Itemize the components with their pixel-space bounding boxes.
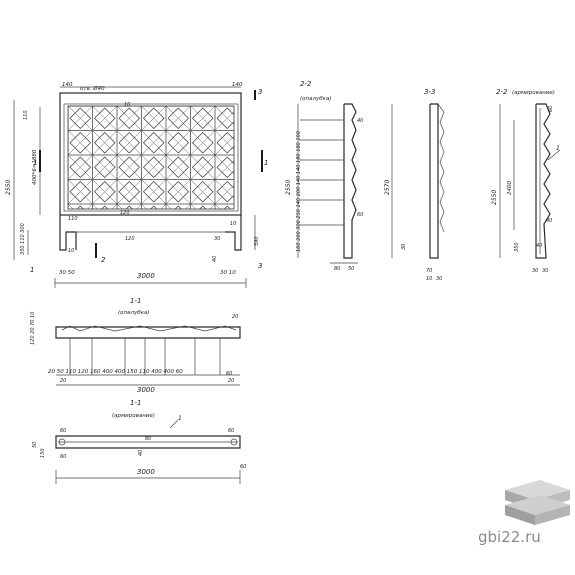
dim-total-height: 2550 bbox=[5, 180, 12, 195]
section-2-2a-dim-40: 40 bbox=[546, 218, 552, 224]
dim-120: 120 bbox=[120, 210, 130, 216]
section-3-3-dim-30b: 30 bbox=[436, 276, 442, 282]
dim-30: 30 bbox=[214, 236, 220, 242]
plan-1-1a-dim-80: 80 bbox=[145, 436, 151, 442]
section-2-2-profile bbox=[343, 103, 357, 259]
dim-opening: отв. Ø40 bbox=[80, 85, 105, 92]
cut-label-2: 2 bbox=[101, 256, 106, 264]
section-2-2-dim-50: 50 bbox=[348, 266, 354, 272]
section-2-2a-dim-40b: 40 bbox=[536, 243, 542, 249]
plan-1-1a-dim-3000: 3000 bbox=[137, 468, 155, 476]
section-3-3-profile bbox=[429, 103, 439, 259]
section-2-2a-subtitle: (армирование) bbox=[512, 90, 555, 96]
dim-top-left: 140 bbox=[62, 82, 73, 88]
section-3-3-title: 3-3 bbox=[424, 88, 435, 96]
plan-1-1-formwork: 1-1 (опалубка) 120 20 70 10 20 50 110 12… bbox=[30, 297, 241, 394]
cut-label-1-left: 1 bbox=[33, 159, 37, 167]
dim-10: 10 bbox=[124, 102, 130, 108]
panel-inner-frame bbox=[63, 103, 239, 212]
plan-1-1-dim-20r: 20 bbox=[232, 314, 238, 320]
section-2-2a-dim-350: 350 bbox=[514, 242, 520, 252]
plan-1-1a-bar-left bbox=[58, 438, 66, 446]
section-2-2-subtitle: (опалубка) bbox=[300, 96, 331, 102]
dim-590: 590 bbox=[254, 236, 260, 246]
dim-top-right: 140 bbox=[232, 82, 243, 88]
plan-1-1a-dim-60d: 60 bbox=[240, 464, 246, 470]
section-2-2a-height: 2550 bbox=[491, 190, 498, 205]
dim-110: 110 bbox=[23, 110, 29, 120]
section-3-3-height: 2570 bbox=[384, 180, 391, 195]
plan-1-1a-dim-150: 150 bbox=[40, 448, 46, 458]
section-2-2-formwork: 2-2 (опалубка) 160 200 300 250 140 200 1… bbox=[285, 80, 363, 272]
section-2-2-dim-80: 80 bbox=[334, 266, 340, 272]
plan-1-1-dim-20: 20 bbox=[60, 378, 66, 384]
front-elevation: 3000 2550 400*6=1880 140 140 отв. Ø40 10… bbox=[5, 82, 268, 288]
plan-1-1-reinforcement: 1-1 (армирование) 60 50 150 40 60 3000 6… bbox=[32, 399, 246, 484]
dim-350-110-300: 350 110 300 bbox=[20, 223, 26, 255]
section-2-2-title: 2-2 bbox=[300, 80, 312, 88]
plan-1-1-title: 1-1 bbox=[130, 297, 141, 305]
dim-30-50: 30 50 bbox=[59, 270, 75, 276]
section-3-3-dim-70: 70 bbox=[426, 268, 432, 274]
plan-1-1a-dim-60b: 60 bbox=[60, 454, 66, 460]
note-callout-1: 1 bbox=[30, 266, 34, 274]
cut-label-3b: 3 bbox=[258, 262, 262, 270]
section-2-2a-dim-30: 30 bbox=[532, 268, 538, 274]
plan-1-1-outline bbox=[55, 326, 241, 339]
section-2-2a-dim-30b: 30 bbox=[542, 268, 548, 274]
plan-1-1-dim-3000: 3000 bbox=[137, 386, 155, 394]
plan-1-1a-subtitle: (армирование) bbox=[112, 413, 155, 419]
plan-1-1a-callout-1: 1 bbox=[178, 415, 182, 422]
site-watermark: gbi22.ru bbox=[478, 528, 541, 546]
dim-panel-height: 400*6=1880 bbox=[32, 149, 38, 185]
dim-total-width: 3000 bbox=[137, 272, 155, 280]
right-leg bbox=[225, 215, 242, 251]
section-3-3-ribs bbox=[437, 103, 445, 233]
plan-1-1a-dim-40: 40 bbox=[138, 450, 144, 456]
stacked-slabs-logo-icon bbox=[505, 480, 570, 525]
dim-30-10: 30 10 bbox=[220, 270, 236, 276]
dim-10c: 10 bbox=[230, 221, 236, 227]
plan-1-1a-dim-50: 50 bbox=[32, 442, 38, 448]
panel-outline bbox=[59, 92, 242, 216]
dim-10b: 10 bbox=[68, 248, 74, 254]
dim-40: 40 bbox=[212, 256, 218, 262]
plan-1-1-ribs bbox=[61, 325, 237, 332]
plan-1-1a-leader bbox=[169, 419, 179, 429]
plan-1-1-left-dims: 120 20 70 10 bbox=[30, 312, 36, 345]
section-2-2a-profile bbox=[535, 103, 551, 259]
section-2-2a-leader bbox=[547, 149, 561, 161]
plan-1-1-dim-60: 60 bbox=[226, 371, 232, 377]
section-2-2-chain-dims: 160 200 300 250 140 200 140 140 180 180 … bbox=[296, 131, 302, 252]
plan-1-1a-outline bbox=[55, 435, 241, 449]
section-2-2-reinforcement: 2-2 (армирование) 2550 2400 60 40 350 40… bbox=[491, 88, 561, 274]
dim-110b: 110 bbox=[68, 216, 78, 222]
section-3-3: 3-3 2570 30 70 10 30 bbox=[384, 88, 445, 282]
section-2-2a-callout-1: 1 bbox=[556, 145, 560, 152]
dim-120b: 120 bbox=[125, 236, 135, 242]
section-3-3-dim-30: 30 bbox=[401, 244, 407, 250]
section-2-2a-dim-60: 60 bbox=[548, 106, 554, 112]
plan-1-1a-title: 1-1 bbox=[130, 399, 141, 407]
section-3-3-dim-10: 10 bbox=[426, 276, 432, 282]
plan-1-1a-dim-60c: 60 bbox=[228, 428, 234, 434]
plan-1-1a-bar-right bbox=[230, 438, 238, 446]
panel-lattice bbox=[67, 105, 235, 210]
plan-1-1-subtitle: (опалубка) bbox=[118, 310, 149, 316]
cut-label-3: 3 bbox=[258, 88, 262, 96]
section-2-2a-title: 2-2 bbox=[496, 88, 508, 96]
section-2-2-height: 2550 bbox=[285, 180, 292, 195]
section-2-2a-inner-height: 2400 bbox=[507, 181, 513, 195]
plan-1-1a-dim-60: 60 bbox=[60, 428, 66, 434]
left-leg bbox=[59, 215, 77, 251]
plan-1-1-dim-20b: 20 bbox=[228, 378, 234, 384]
cut-label-1-right: 1 bbox=[264, 159, 268, 167]
section-2-2-dim-60: 60 bbox=[357, 212, 363, 218]
plan-1-1-bottom-dims: 20 50 110 120 160 400 400 150 110 400 40… bbox=[48, 369, 183, 375]
section-2-2-dim-40: 40 bbox=[357, 118, 363, 124]
